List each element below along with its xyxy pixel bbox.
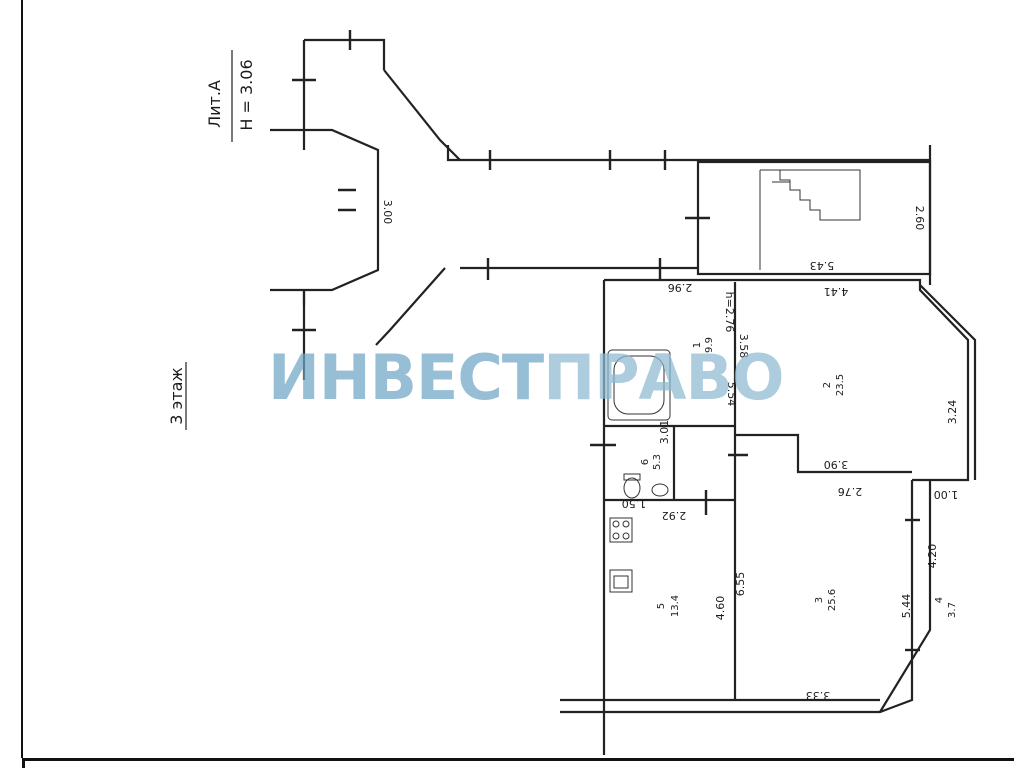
lit-label: Лит.А bbox=[205, 80, 224, 128]
bathtub bbox=[607, 349, 671, 421]
dim-4.60: 4.60 bbox=[714, 596, 727, 621]
room-2-area: 23.5 bbox=[835, 374, 846, 396]
stairwell bbox=[685, 160, 932, 276]
watermark: ИНВЕСТПРАВО bbox=[268, 338, 784, 418]
dim-2.60: 2.60 bbox=[913, 206, 926, 231]
room-3-num: 3 bbox=[814, 597, 825, 603]
dim-3.01: 3.01 bbox=[658, 420, 671, 445]
dim-5.43: 5.43 bbox=[810, 259, 835, 272]
apartment-walls bbox=[560, 278, 977, 755]
room-1-num: 1 bbox=[692, 342, 703, 348]
dim-4.20: 4.20 bbox=[926, 544, 939, 569]
dim-3.00: 3.00 bbox=[381, 200, 394, 225]
dim-5.44: 5.44 bbox=[900, 594, 913, 619]
kitchen-sink bbox=[609, 569, 633, 593]
top-wall bbox=[446, 145, 932, 285]
lower-corridor-walls bbox=[375, 258, 698, 346]
room-3-area: 25.6 bbox=[827, 589, 838, 611]
upper-corridor-walls bbox=[292, 30, 461, 380]
dim-1.50: 1.50 bbox=[622, 497, 647, 510]
bottom-border bbox=[22, 758, 1014, 768]
dim-2.92: 2.92 bbox=[662, 509, 687, 522]
room-2-num: 2 bbox=[822, 382, 833, 388]
height-label: H = 3.06 bbox=[237, 59, 256, 130]
dimensions: 3.00 2.60 5.43 2.96 4.41 h=2.76 3.58 5.5… bbox=[381, 200, 959, 702]
left-bay-walls bbox=[270, 128, 380, 305]
room-4-area: 3.7 bbox=[947, 602, 958, 618]
room-4-num: 4 bbox=[934, 597, 945, 603]
floor-label: 3 этаж bbox=[167, 367, 186, 425]
dim-3.58: 3.58 bbox=[737, 334, 750, 359]
room-6-num: 6 bbox=[640, 459, 651, 465]
interior-walls bbox=[590, 282, 920, 700]
room-1-area: 9.9 bbox=[704, 337, 715, 353]
dim-h2.76: h=2.76 bbox=[723, 292, 736, 333]
dim-6.55: 6.55 bbox=[734, 572, 747, 597]
dim-3.24: 3.24 bbox=[946, 400, 959, 425]
toilet bbox=[623, 473, 641, 499]
sink bbox=[651, 483, 669, 497]
dim-4.41: 4.41 bbox=[824, 285, 849, 298]
room-5-area: 13.4 bbox=[670, 595, 681, 617]
room-6-area: 5.3 bbox=[652, 454, 663, 470]
stove bbox=[609, 517, 633, 543]
dim-3.90: 3.90 bbox=[824, 458, 849, 471]
dim-3.33: 3.33 bbox=[806, 689, 831, 702]
watermark-part2: ПРАВО bbox=[543, 341, 784, 414]
room-5-num: 5 bbox=[656, 603, 667, 609]
dim-1.00: 1.00 bbox=[934, 488, 959, 501]
dim-2.96: 2.96 bbox=[668, 281, 693, 294]
dim-5.54: 5.54 bbox=[725, 382, 738, 407]
watermark-part1: ИНВЕСТ bbox=[268, 341, 544, 414]
dim-2.76: 2.76 bbox=[838, 485, 863, 498]
